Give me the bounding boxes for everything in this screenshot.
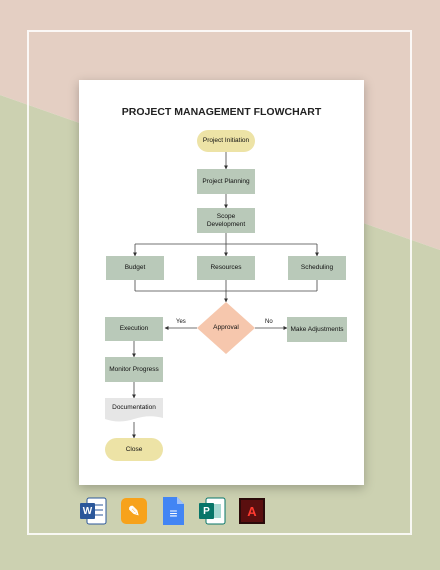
node-make-adjustments: Make Adjustments xyxy=(287,317,347,342)
node-monitor-progress: Monitor Progress xyxy=(105,357,163,382)
node-scope-development: Scope Development xyxy=(197,208,255,233)
approval-diamond xyxy=(197,302,255,354)
node-resources: Resources xyxy=(197,256,255,280)
documentation-shape xyxy=(105,398,163,422)
node-project-planning: Project Planning xyxy=(197,169,255,194)
pdf-icon[interactable]: A xyxy=(238,496,266,526)
decorative-frame xyxy=(27,30,412,535)
pdf-icon-glyph: A xyxy=(247,503,257,519)
node-approval-label: Approval xyxy=(213,324,239,331)
node-documentation: Documentation xyxy=(112,404,156,412)
google-docs-icon[interactable]: ≡ xyxy=(159,496,187,526)
pages-icon[interactable]: ✎ xyxy=(120,496,148,526)
publisher-icon[interactable]: P xyxy=(198,496,226,526)
page-title: PROJECT MANAGEMENT FLOWCHART xyxy=(121,106,322,118)
word-icon-glyph: W xyxy=(82,505,93,517)
google-docs-icon-glyph: ≡ xyxy=(169,505,178,521)
node-execution: Execution xyxy=(105,317,163,341)
publisher-icon-glyph: P xyxy=(203,505,210,517)
flowchart-page: PROJECT MANAGEMENT FLOWCHART xyxy=(79,80,364,485)
pages-icon-glyph: ✎ xyxy=(128,502,140,519)
node-budget: Budget xyxy=(106,256,164,280)
edge-label-no: No xyxy=(265,319,273,325)
app-icons-row: W ✎ ≡ P A xyxy=(0,496,440,528)
word-icon[interactable]: W xyxy=(79,496,107,526)
node-project-initiation: Project Initiation xyxy=(197,130,255,152)
node-scheduling: Scheduling xyxy=(288,256,346,280)
node-close: Close xyxy=(105,438,163,461)
edge-label-yes: Yes xyxy=(176,319,186,325)
connectors xyxy=(105,152,319,439)
